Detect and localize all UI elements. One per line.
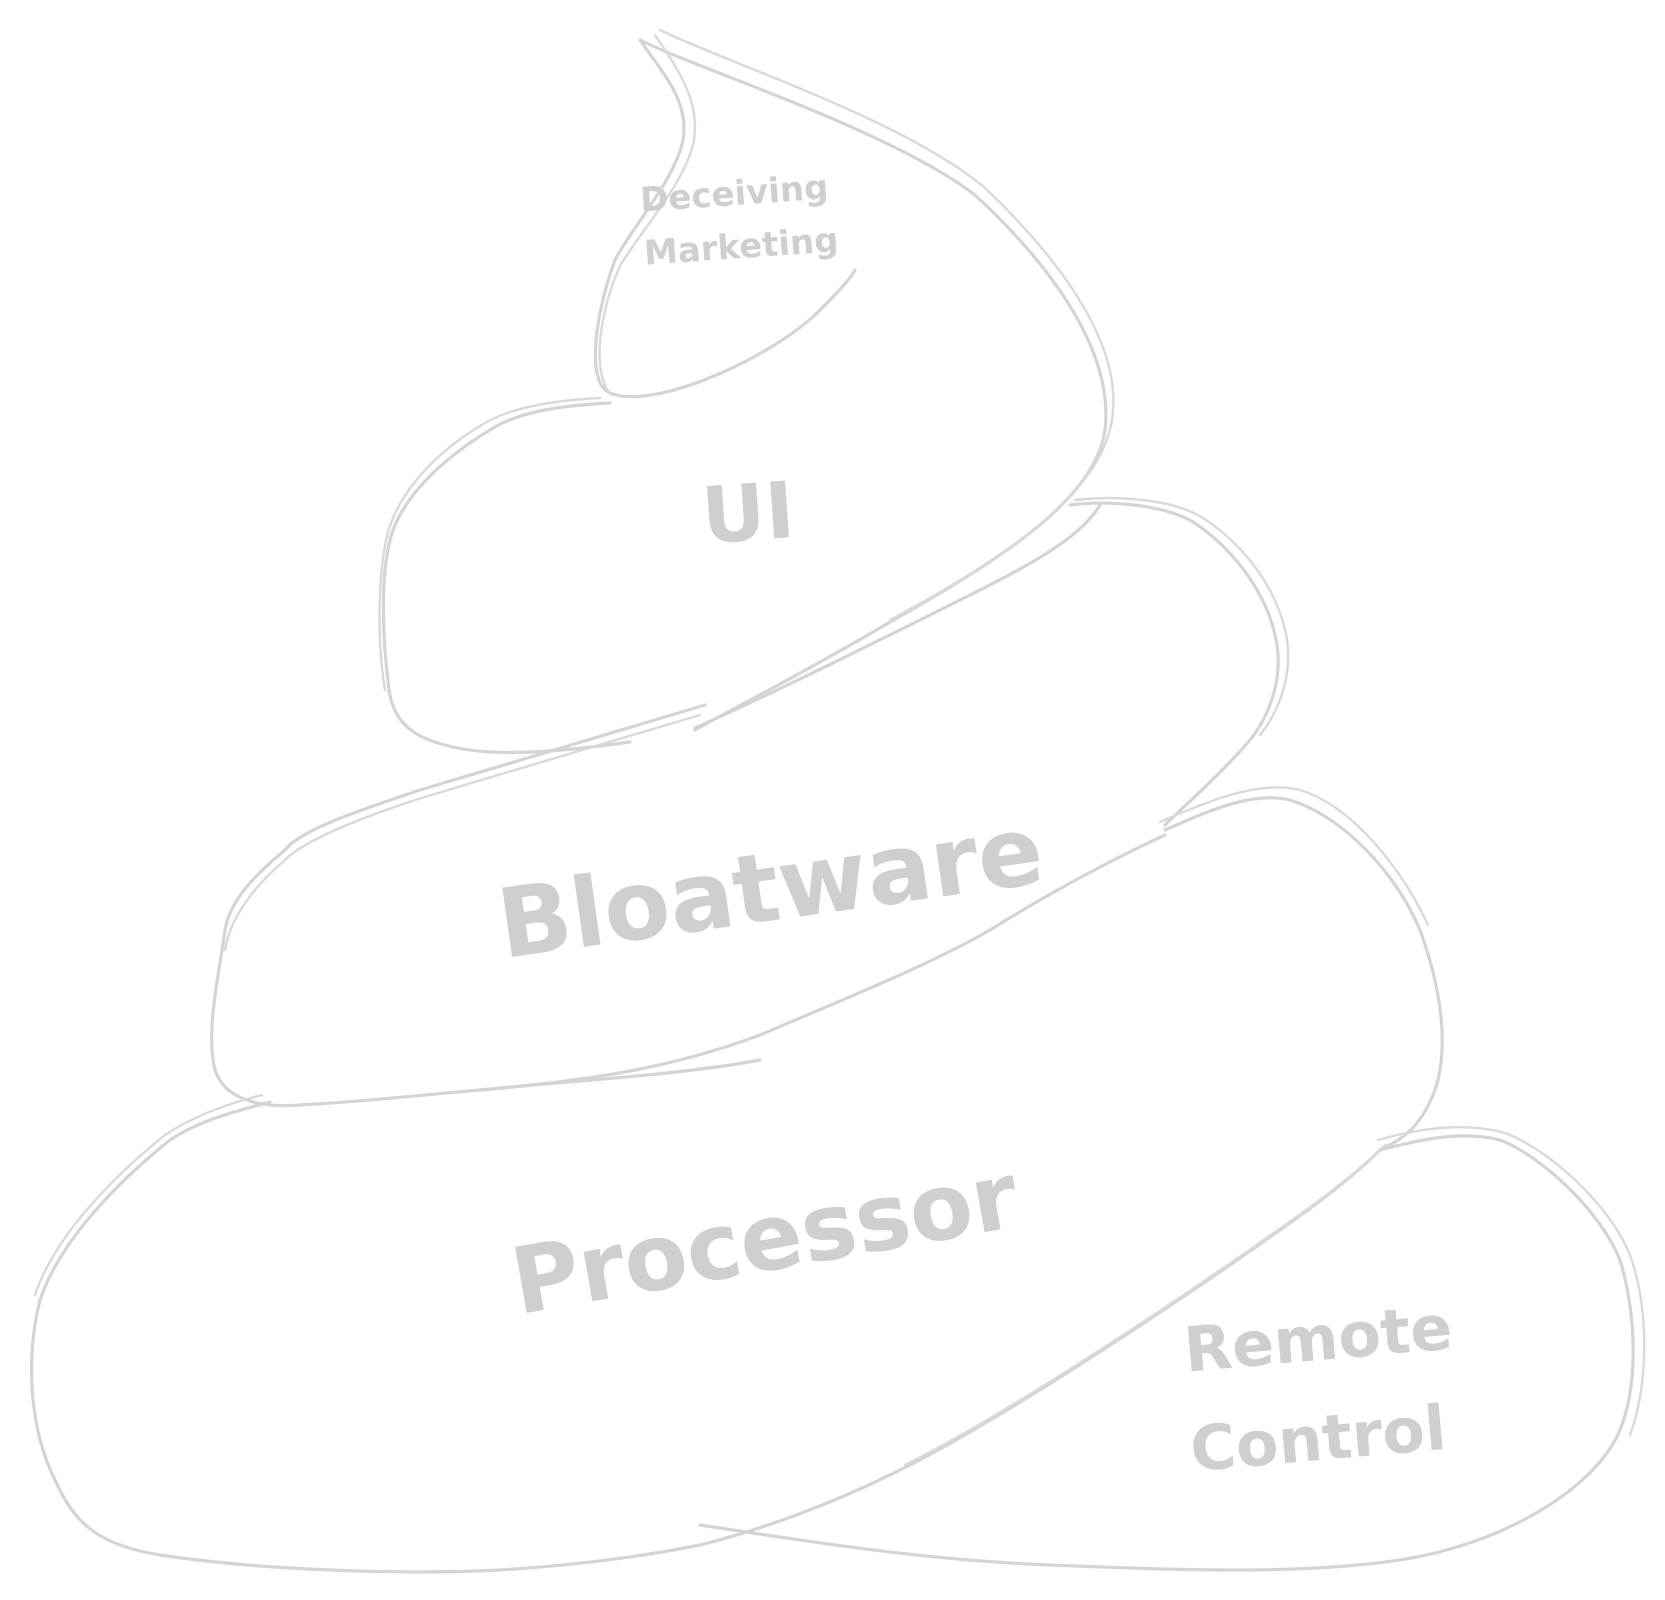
label-base-line-1: Remote (1181, 1291, 1455, 1387)
label-layer-4: Processor (504, 1142, 1026, 1336)
label-layer-3: Bloatware (491, 794, 1050, 981)
base-tail-shape (698, 1126, 1646, 1572)
layer-2-shape (378, 396, 1290, 827)
label-tip-line-2: Marketing (643, 220, 840, 273)
layer-4-shape (29, 833, 1387, 1574)
label-layer-2: UI (699, 466, 797, 562)
label-base-line-2: Control (1187, 1391, 1449, 1486)
tip-swirl-shape (593, 28, 1115, 732)
